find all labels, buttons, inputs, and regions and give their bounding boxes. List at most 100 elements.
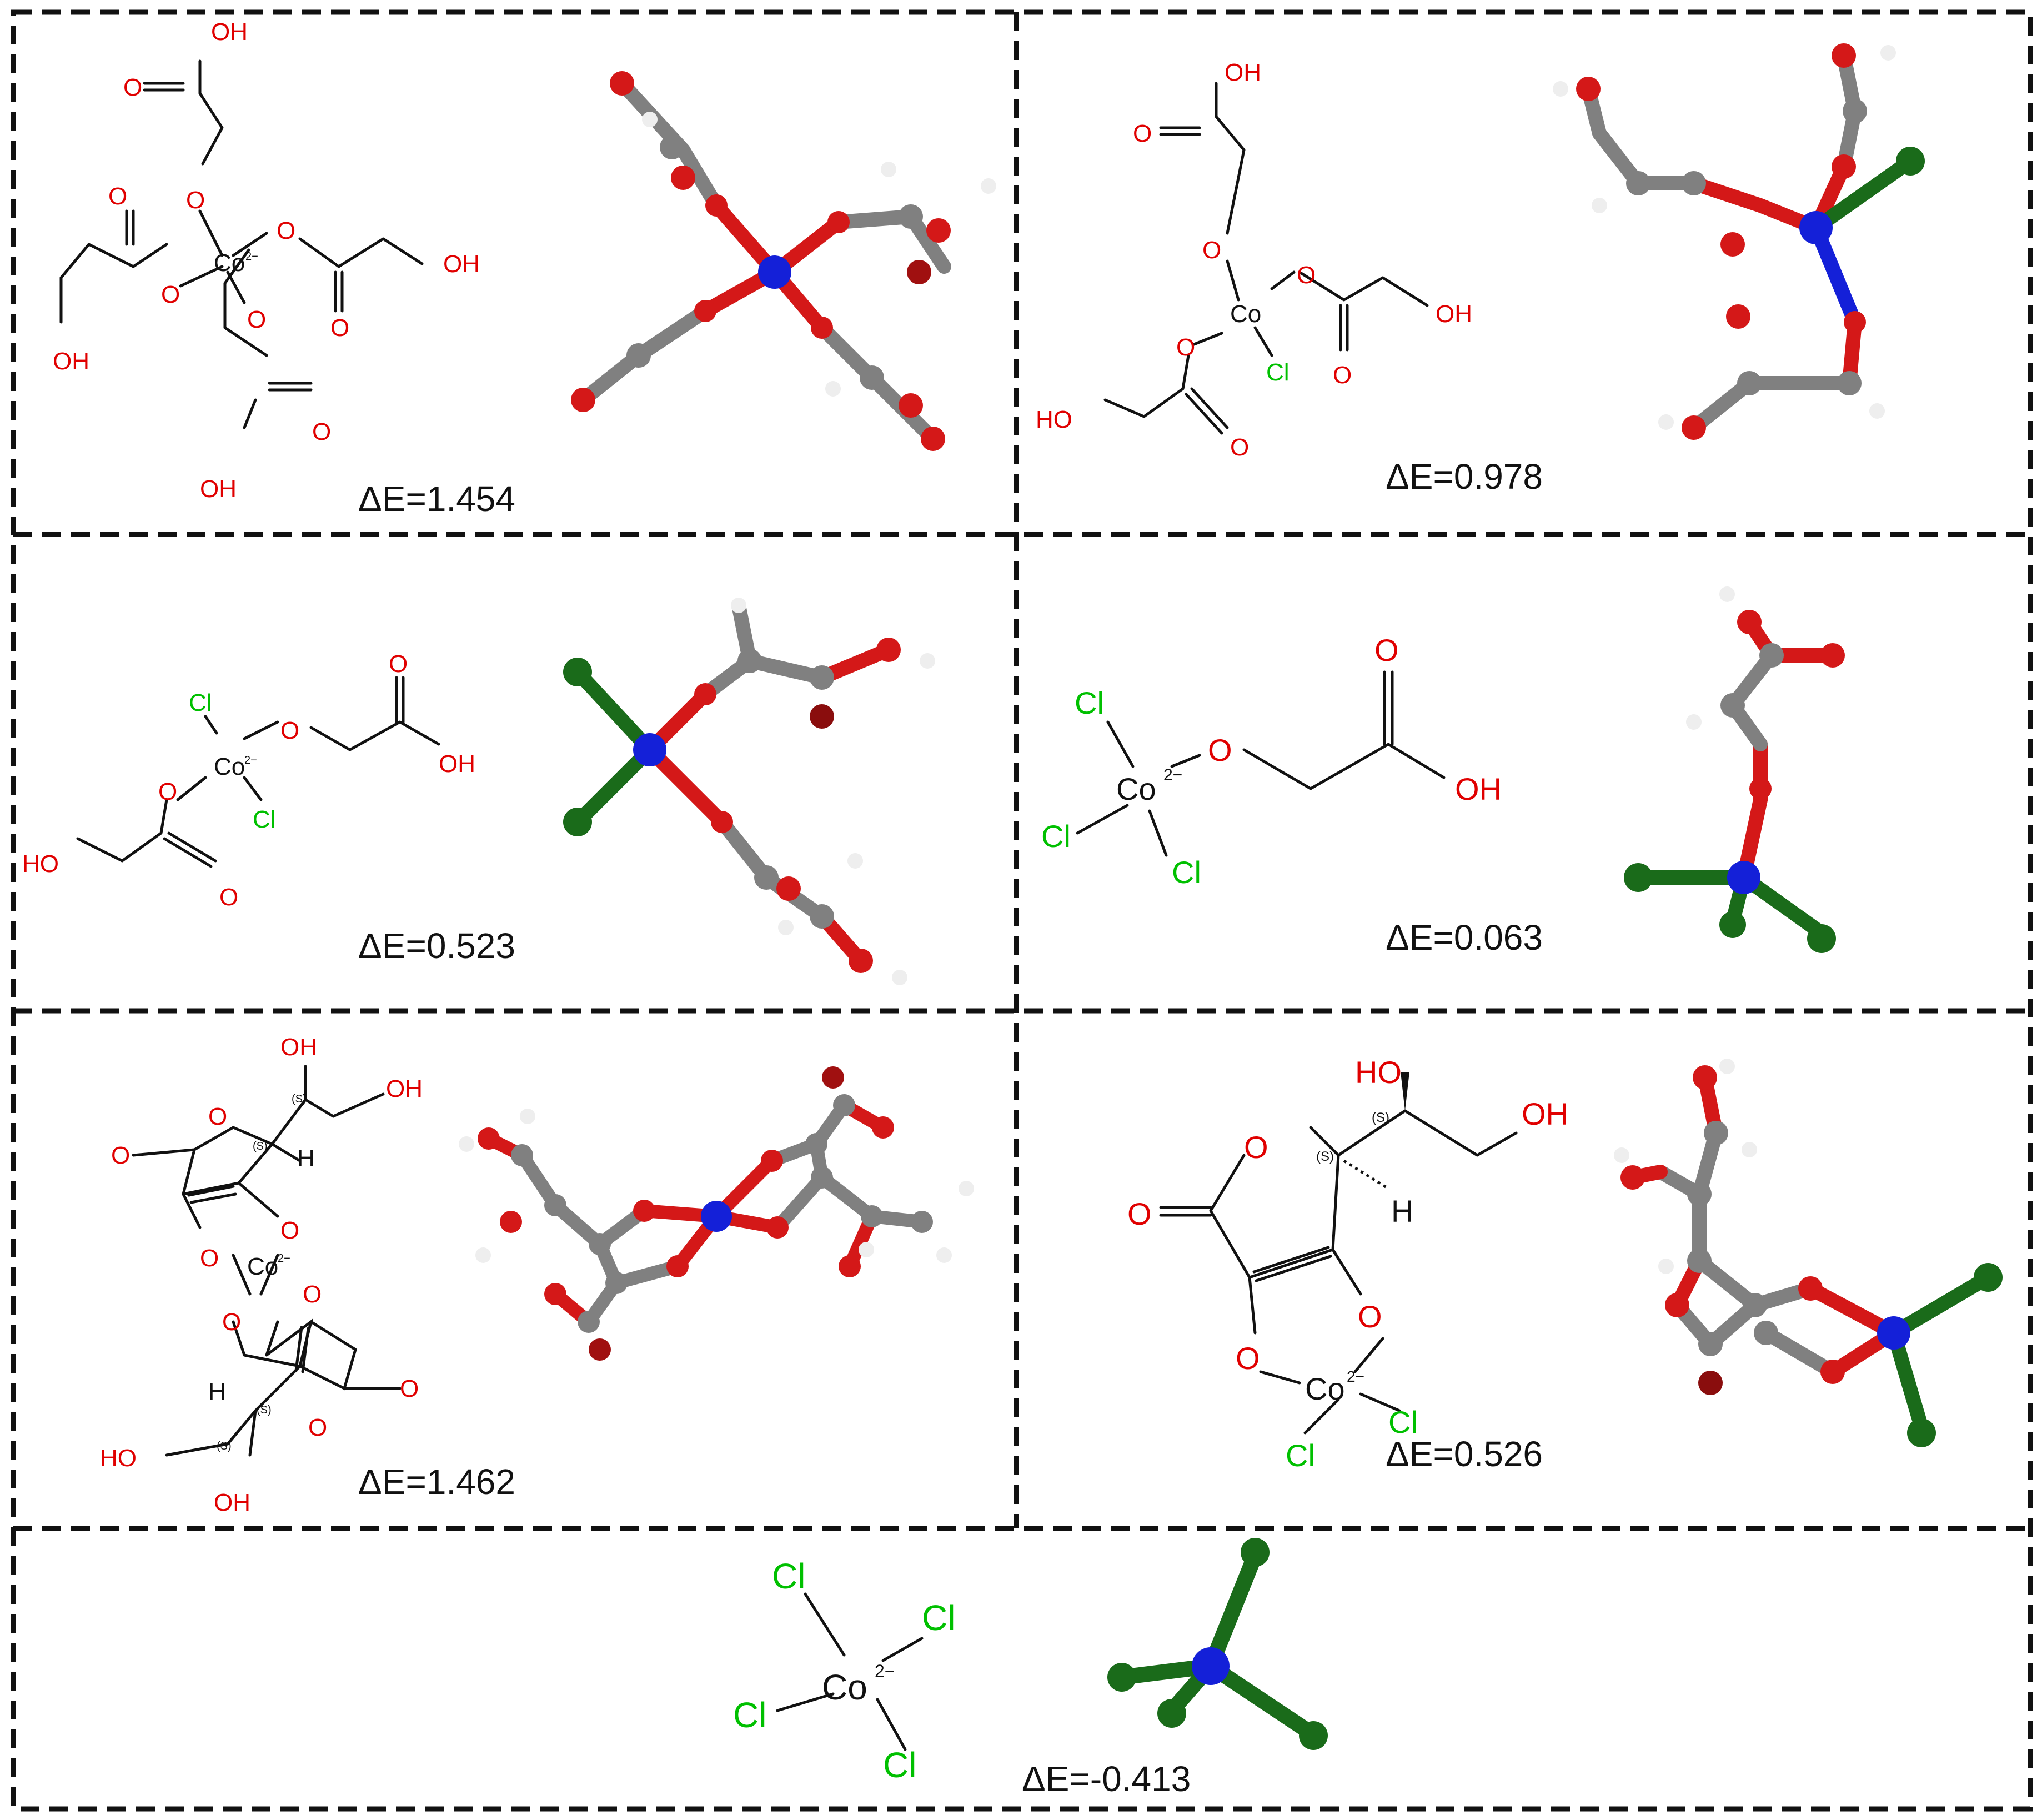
atom-cl: Cl [1286, 1438, 1315, 1473]
chlorine-atom [1157, 1699, 1186, 1728]
charge-label: 2− [1347, 1368, 1364, 1385]
ball-stick-model [563, 598, 935, 985]
atom-oh: OH [439, 750, 475, 778]
atom-o: O [161, 281, 180, 308]
atom-o: O [1202, 237, 1221, 264]
stereo-label: (S) [1316, 1149, 1334, 1164]
atom-oh: OH [443, 250, 480, 278]
panel-3: Cl O O OH O Cl HO O Co 2− [22, 598, 935, 985]
atom-o: O [1333, 362, 1352, 389]
atom-o: O [1208, 733, 1232, 768]
atom-oh: OH [1455, 771, 1502, 806]
structure-formula: HO OH (S) O (S) O H O O Co 2− Cl Cl [1127, 1055, 1568, 1473]
atom-o: O [330, 314, 349, 342]
charge-label: 2− [278, 1252, 290, 1265]
atom-cl: Cl [1172, 855, 1201, 890]
atom-o: O [1230, 434, 1249, 461]
cobalt-atom [633, 733, 666, 766]
charge-label: 2− [1163, 766, 1182, 784]
atom-o: O [1127, 1196, 1152, 1231]
atom-o: O [400, 1375, 419, 1402]
stereo-label: (S) [253, 1140, 268, 1152]
cobalt-atom [1192, 1647, 1230, 1685]
chlorine-atom [563, 658, 592, 686]
stereo-label: (S) [1372, 1110, 1389, 1125]
charge-label: 2− [875, 1661, 895, 1681]
atom-o: O [1358, 1299, 1382, 1334]
cobalt-atom [1727, 861, 1760, 894]
atom-cl: Cl [883, 1745, 916, 1785]
atom-cl: Cl [189, 689, 212, 716]
chlorine-atom [1624, 863, 1653, 892]
stereo-label: (S) [217, 1440, 232, 1452]
charge-label: 2− [245, 250, 258, 263]
atom-ho: HO [100, 1445, 137, 1472]
atom-o: O [308, 1414, 327, 1441]
chlorine-atom [1907, 1418, 1936, 1447]
energy-label: ΔE=0.978 [1386, 457, 1543, 497]
panel-5: OH OH (S) O (S) H O O O Co 2− O O O H (S… [100, 1034, 974, 1516]
cobalt-atom [758, 255, 791, 289]
atom-o: O [1236, 1341, 1260, 1376]
atom-o: O [277, 217, 295, 244]
energy-label: ΔE=0.523 [358, 926, 515, 966]
atom-co: Co [214, 249, 245, 277]
atom-o: O [280, 1217, 299, 1244]
atom-co: Co [214, 753, 245, 780]
atom-h: H [297, 1145, 315, 1172]
atom-cl: Cl [733, 1695, 766, 1735]
panel-4: Cl O O OH Co 2− Cl Cl [1041, 586, 1845, 957]
atom-o: O [1176, 334, 1195, 361]
atom-ho: HO [22, 850, 59, 878]
atom-o: O [200, 1245, 219, 1272]
structure-formula: OH O O O OH O O HO O Co Cl [1036, 59, 1472, 461]
atom-co: Co [1230, 300, 1261, 328]
panel-7: Cl Cl Co 2− Cl Cl ΔE=-0.413 [733, 1538, 1328, 1799]
atom-oh: OH [386, 1075, 423, 1102]
atom-cl: Cl [1388, 1405, 1418, 1440]
atom-ho: HO [1036, 406, 1072, 433]
atom-cl: Cl [1075, 685, 1104, 720]
chlorine-atom [1974, 1263, 2003, 1292]
atom-o: O [247, 306, 266, 333]
ball-stick-model [459, 1066, 974, 1361]
chlorine-atom [1807, 924, 1836, 953]
structure-formula: Cl O O OH Co 2− Cl Cl [1041, 633, 1502, 890]
atom-co: Co [1116, 771, 1156, 806]
atom-co: Co [247, 1253, 278, 1280]
chlorine-atom [1107, 1663, 1136, 1692]
energy-label: ΔE=1.454 [358, 479, 515, 519]
atom-o: O [219, 884, 238, 911]
charge-label: 2− [244, 754, 257, 766]
atom-o: O [280, 717, 299, 744]
chlorine-atom [1896, 147, 1925, 176]
atom-o: O [222, 1308, 241, 1336]
chlorine-atom [1719, 911, 1746, 938]
structure-formula: Cl Cl Co 2− Cl Cl [733, 1556, 955, 1785]
cobalt-atom [701, 1201, 732, 1232]
cobalt-atom [1799, 211, 1833, 244]
panel-2: OH O O O OH O O HO O Co Cl [1036, 43, 1925, 497]
atom-cl: Cl [253, 806, 276, 833]
cobalt-atom [1877, 1316, 1910, 1350]
chlorine-atom [1241, 1538, 1270, 1567]
atom-oh: OH [1225, 59, 1261, 86]
atom-o: O [1297, 262, 1316, 289]
energy-label: ΔE=0.526 [1386, 1434, 1543, 1474]
atom-cl: Cl [922, 1598, 955, 1638]
atom-o: O [111, 1142, 130, 1169]
atom-h: H [1391, 1194, 1413, 1229]
atom-o: O [1244, 1130, 1268, 1165]
energy-label: ΔE=1.462 [358, 1462, 515, 1502]
panel-1: OH O O O O OH O O O OH O OH Co 2− [53, 18, 996, 519]
chlorine-atom [563, 808, 592, 836]
atom-cl: Cl [1041, 819, 1071, 854]
atom-ho: HO [1355, 1055, 1402, 1090]
atom-o: O [312, 418, 331, 445]
atom-oh: OH [214, 1489, 250, 1516]
atom-o: O [108, 183, 127, 210]
atom-oh: OH [1436, 300, 1472, 328]
panel-borders [11, 9, 2033, 1812]
atom-o: O [389, 650, 408, 678]
